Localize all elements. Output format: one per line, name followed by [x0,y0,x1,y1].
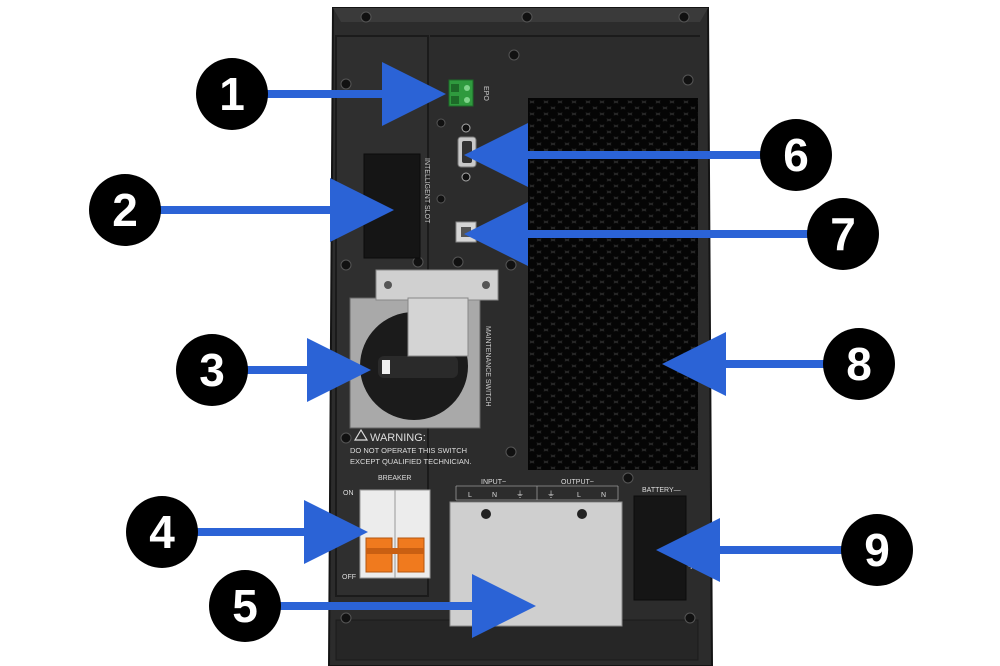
battery-label: BATTERY— [642,487,681,494]
callout-6-number: 6 [783,129,809,181]
callout-9-number: 9 [864,524,890,576]
ground-symbol-output-icon: ⏚ [547,490,555,499]
io-terminal-labels: INPUT~ OUTPUT~ L N ⏚ ⏚ L N [455,479,619,501]
maintenance-switch-label: MAINTENANCE SWITCH [484,326,491,407]
breaker-off-label: OFF [342,574,356,581]
callout-8-number: 8 [846,338,872,390]
usb-port [455,221,477,243]
callout-1-number: 1 [219,68,245,120]
callout-5-number: 5 [232,580,258,632]
terminal-output-n: N [601,492,606,499]
callout-arrows [158,62,844,638]
epo-terminal [448,79,474,107]
battery-plus-label: + [688,561,694,573]
callout-5: 5 [209,570,281,642]
callout-4-number: 4 [149,506,175,558]
input-breaker [359,489,431,579]
callout-4: 4 [126,496,198,568]
switch-cover-plate [375,269,499,357]
intelligent-slot-label: INTELLIGENT SLOT [423,158,430,224]
breaker-on-label: ON [343,490,354,497]
callout-1: 1 [196,58,268,130]
terminal-input-n: N [492,492,497,499]
callout-badges: 1 2 3 4 5 6 7 8 9 [89,58,913,642]
callout-9: 9 [841,514,913,586]
callout-7-number: 7 [830,208,856,260]
epo-label: EPO [482,86,489,101]
terminal-output-l: L [577,492,581,499]
ventilation-grille [528,98,698,470]
callout-8: 8 [823,328,895,400]
callout-3-number: 3 [199,344,225,396]
breaker-label: BREAKER [378,475,411,482]
ground-symbol-input-icon: ⏚ [516,490,524,499]
warning-line-2: EXCEPT QUALIFIED TECHNICIAN. [350,457,471,466]
callout-2: 2 [89,174,161,246]
callout-6: 6 [760,119,832,191]
callout-2-number: 2 [112,184,138,236]
warning-line-1: DO NOT OPERATE THIS SWITCH [350,446,467,455]
callout-7: 7 [807,198,879,270]
terminal-input-l: L [468,492,472,499]
warning-title: WARNING: [370,432,426,444]
callout-3: 3 [176,334,248,406]
warning-notice: WARNING: DO NOT OPERATE THIS SWITCH EXCE… [350,428,471,466]
output-label: OUTPUT~ [561,479,594,486]
input-label: INPUT~ [481,479,506,486]
